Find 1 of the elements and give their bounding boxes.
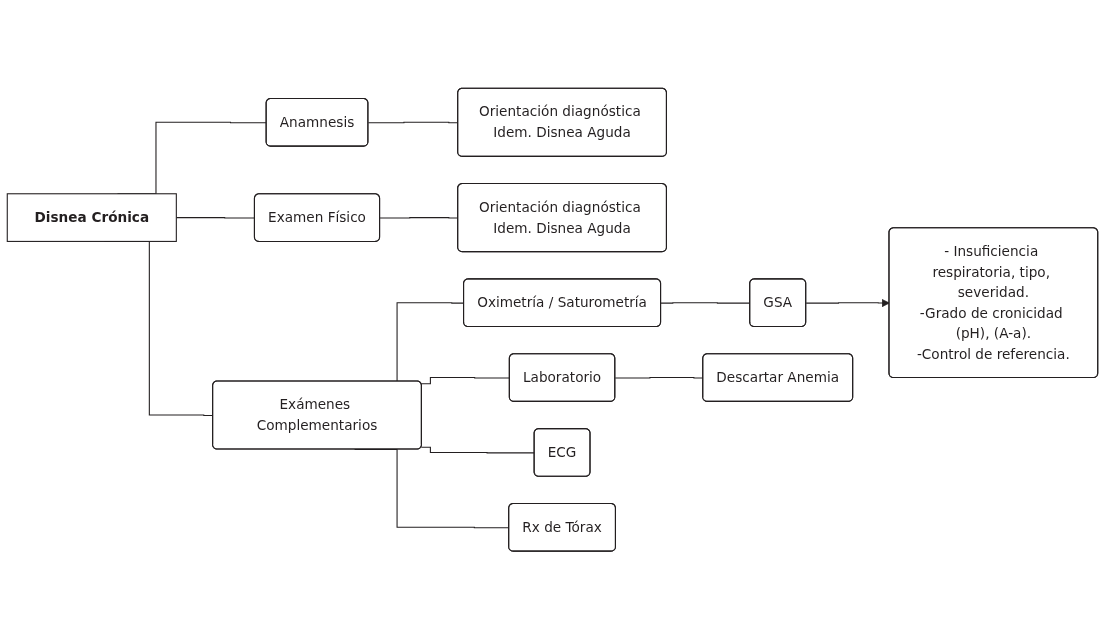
node-box: Disnea Crónica [6,193,177,242]
